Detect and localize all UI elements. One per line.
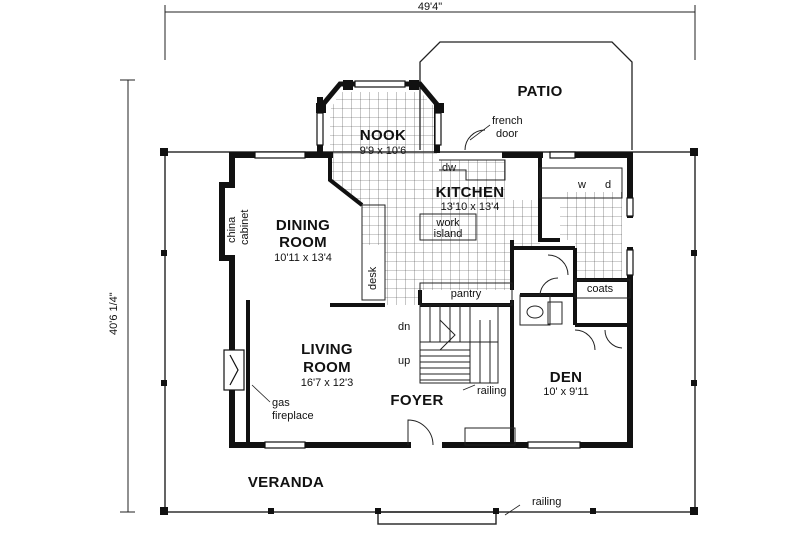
living-label-line2: ROOM <box>303 359 351 376</box>
pantry-label: pantry <box>450 288 482 300</box>
nook-size: 9'9 x 10'6 <box>359 145 407 157</box>
thin-lines <box>361 159 631 326</box>
nook-windows <box>316 80 442 146</box>
den-size: 10' x 9'11 <box>543 386 589 398</box>
work-island-label-1: work <box>436 217 460 229</box>
foyer-label: FOYER <box>390 392 444 409</box>
kitchen-size: 13'10 x 13'4 <box>440 201 500 213</box>
french-door-label-2: door <box>496 128 519 140</box>
desk-label: desk <box>367 266 379 290</box>
dryer-label: d <box>605 179 612 191</box>
living-size: 16'7 x 12'3 <box>300 377 354 389</box>
fireplace <box>223 349 245 391</box>
washer-label: w <box>578 179 586 191</box>
exterior-railing-label: railing <box>532 496 562 508</box>
stairs <box>419 304 499 384</box>
leader-lines <box>251 124 521 516</box>
nook-tile-floor <box>330 92 540 305</box>
dimension-lines <box>120 5 696 513</box>
dining-label-line2: ROOM <box>279 234 327 251</box>
dining-label-line1: DINING <box>275 217 331 234</box>
veranda-posts <box>160 148 698 515</box>
dining-size: 10'11 x 13'4 <box>274 252 332 264</box>
overall-depth-label: 40'6 1/4" <box>108 292 120 335</box>
work-island-label-2: island <box>433 228 463 240</box>
french-door-label-1: french <box>492 115 523 127</box>
gas-fireplace-label-1: gas <box>272 397 290 409</box>
gas-fireplace-label-2: fireplace <box>272 410 314 422</box>
stairs-up-label: up <box>398 355 411 367</box>
veranda-label: VERANDA <box>247 474 325 491</box>
china-cabinet-label-1: china <box>226 216 238 243</box>
interior-railing-label: railing <box>477 385 507 397</box>
living-label-line1: LIVING <box>301 341 353 358</box>
laundry-tile-floor <box>560 192 622 280</box>
den-label: DEN <box>549 369 583 386</box>
overall-width-label: 49'4" <box>417 1 443 13</box>
coats-label: coats <box>586 283 614 295</box>
china-cabinet-label-2: cabinet <box>239 209 251 245</box>
nook-bay-corners <box>316 80 444 113</box>
dishwasher-label: dw <box>442 162 457 174</box>
patio-outline <box>419 41 633 150</box>
doors <box>407 129 623 446</box>
windows <box>254 151 634 449</box>
nook-label: NOOK <box>359 127 407 144</box>
kitchen-label: KITCHEN <box>435 184 505 201</box>
patio-label: PATIO <box>517 83 563 100</box>
stairs-down-label: dn <box>398 321 411 333</box>
